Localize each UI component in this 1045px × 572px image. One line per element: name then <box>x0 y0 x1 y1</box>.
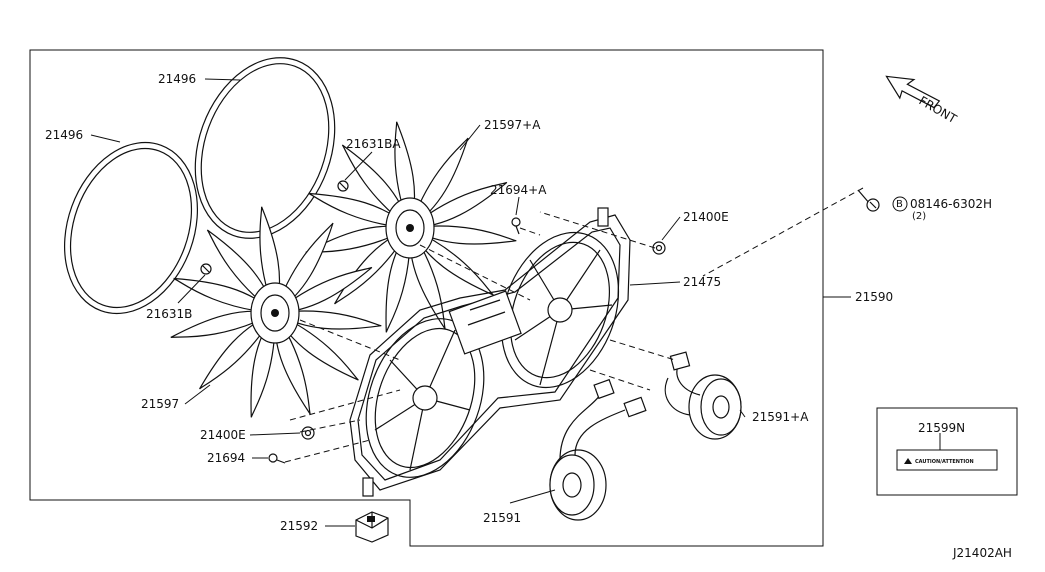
label-clip-b: 21694 <box>207 451 245 465</box>
label-fan-a: 21597+A <box>484 118 541 132</box>
label-bolt-part: 08146-6302H <box>910 197 992 211</box>
label-fan-bolt-a: 21631BA <box>346 137 401 151</box>
label-fan-bolt-b: 21631B <box>146 307 192 321</box>
label-caution-text: CAUTION/ATTENTION <box>915 459 974 465</box>
shroud-seal-lower <box>63 141 199 315</box>
clip-a <box>511 217 521 235</box>
label-assembly: 21590 <box>855 290 893 304</box>
label-shroud-seal-upper: 21496 <box>158 72 196 86</box>
label-front: FRONT <box>917 93 960 126</box>
label-shroud-seal-lower: 21496 <box>45 128 83 142</box>
assembly-lines <box>284 187 864 463</box>
fan-motor-b <box>549 378 647 521</box>
label-nut-a: 21400E <box>683 210 729 224</box>
label-fan-b: 21597 <box>141 397 179 411</box>
caution-label-box <box>876 407 1018 496</box>
label-diagram-id: J21402AH <box>952 546 1012 560</box>
label-bolt-symbol: B <box>896 199 903 210</box>
leader-lines <box>90 78 941 527</box>
label-clip-a: 21694+A <box>490 183 547 197</box>
label-shroud: 21475 <box>683 275 721 289</box>
bracket <box>355 511 389 543</box>
label-bolt-qty: (2) <box>912 211 926 222</box>
label-nut-b: 21400E <box>200 428 246 442</box>
nut-b <box>301 426 315 440</box>
bolt-with-washer <box>857 189 880 212</box>
fan-motor-a <box>664 351 742 440</box>
shroud-seal-upper <box>194 57 336 239</box>
label-bracket: 21592 <box>280 519 318 533</box>
clip-b <box>268 453 286 464</box>
nut-a <box>652 241 666 255</box>
label-motor-a: 21591+A <box>752 410 809 424</box>
bolt-b <box>200 263 212 275</box>
front-arrow <box>885 75 941 109</box>
assembly-frame <box>29 49 824 547</box>
fan-shroud <box>349 207 631 497</box>
bolt-symbol-circle <box>892 196 908 212</box>
label-motor-b: 21591 <box>483 511 521 525</box>
bolt-a <box>337 180 349 192</box>
fan-blade-b <box>170 206 382 418</box>
fan-blade-a <box>305 121 517 333</box>
label-label-part: 21599N <box>918 421 965 435</box>
